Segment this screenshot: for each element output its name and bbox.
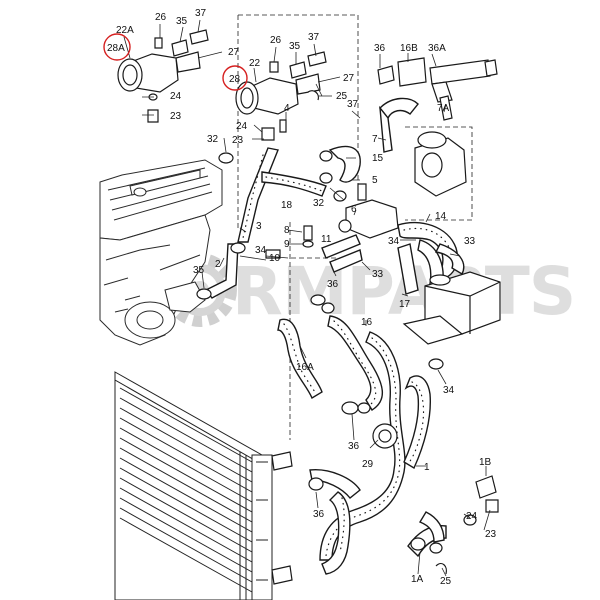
callout-1[interactable]: 1 — [424, 462, 430, 473]
callout-27[interactable]: 27 — [343, 73, 355, 84]
callout-34[interactable]: 34 — [255, 245, 267, 256]
callout-35[interactable]: 35 — [176, 16, 188, 27]
callout-23[interactable]: 23 — [232, 135, 244, 146]
thermostat-housing-a — [117, 29, 209, 123]
callout-34[interactable]: 34 — [443, 385, 455, 396]
thermostat-housing-b — [235, 51, 327, 141]
callout-10[interactable]: 10 — [269, 253, 281, 264]
callout-35[interactable]: 35 — [193, 265, 205, 276]
radiator — [114, 371, 293, 600]
callout-2[interactable]: 2 — [215, 259, 221, 270]
callout-22A[interactable]: 22A — [116, 25, 134, 36]
callout-18[interactable]: 18 — [281, 200, 293, 211]
callout-34[interactable]: 34 — [388, 236, 400, 247]
leader-lines — [123, 19, 491, 577]
callout-14[interactable]: 14 — [435, 211, 447, 222]
callout-37[interactable]: 37 — [195, 8, 207, 19]
callout-36[interactable]: 36 — [374, 43, 386, 54]
callout-labels: 22A 28A 26 35 37 27 24 23 28 22 26 35 37… — [107, 8, 497, 587]
callout-36[interactable]: 36 — [327, 279, 339, 290]
coolant-flange-housing — [414, 131, 467, 197]
callout-32[interactable]: 32 — [207, 134, 219, 145]
engine-block — [99, 159, 223, 346]
callout-33[interactable]: 33 — [372, 269, 384, 280]
callout-26[interactable]: 26 — [155, 12, 167, 23]
callout-28-circle — [222, 65, 248, 91]
callout-11[interactable]: 11 — [321, 234, 332, 245]
callout-36A[interactable]: 36A — [428, 43, 446, 54]
callout-16A[interactable]: 16A — [296, 362, 314, 373]
small-parts — [196, 90, 501, 575]
highlight-marks — [103, 33, 248, 91]
callout-15[interactable]: 15 — [372, 153, 384, 164]
callout-37[interactable]: 37 — [308, 32, 320, 43]
callout-23[interactable]: 23 — [485, 529, 497, 540]
callout-24[interactable]: 24 — [466, 511, 478, 522]
callout-23[interactable]: 23 — [170, 111, 182, 122]
callout-36[interactable]: 36 — [348, 441, 360, 452]
callout-26[interactable]: 26 — [270, 35, 282, 46]
callout-24[interactable]: 24 — [170, 91, 182, 102]
callout-16[interactable]: 16 — [361, 317, 373, 328]
callout-27[interactable]: 27 — [228, 47, 240, 58]
callout-24[interactable]: 24 — [236, 121, 248, 132]
callout-28A-circle — [103, 33, 131, 61]
callout-3[interactable]: 3 — [256, 221, 262, 232]
callout-35[interactable]: 35 — [289, 41, 301, 52]
callout-5[interactable]: 5 — [372, 175, 378, 186]
callout-22[interactable]: 22 — [249, 58, 261, 69]
callout-1B[interactable]: 1B — [479, 457, 492, 468]
callout-37[interactable]: 37 — [347, 99, 359, 110]
callout-4[interactable]: 4 — [284, 103, 290, 114]
coolant-pipe-top-right — [377, 57, 498, 103]
callout-33[interactable]: 33 — [464, 236, 476, 247]
callout-8[interactable]: 8 — [284, 225, 290, 236]
callout-28[interactable]: 28 — [229, 74, 241, 85]
callout-7[interactable]: 7 — [372, 134, 378, 145]
callout-25[interactable]: 25 — [336, 91, 348, 102]
callout-9[interactable]: 9 — [284, 239, 290, 250]
callout-29[interactable]: 29 — [362, 459, 374, 470]
callout-7A[interactable]: 7A — [437, 103, 450, 114]
callout-28A[interactable]: 28A — [107, 43, 125, 54]
callout-1A[interactable]: 1A — [411, 574, 424, 585]
callout-17[interactable]: 17 — [399, 299, 411, 310]
callout-16B[interactable]: 16B — [400, 43, 418, 54]
callout-6[interactable]: 6 — [351, 204, 357, 215]
callout-32[interactable]: 32 — [313, 198, 325, 209]
callout-25[interactable]: 25 — [440, 576, 452, 587]
hoses — [204, 97, 465, 575]
callout-36[interactable]: 36 — [313, 509, 325, 520]
